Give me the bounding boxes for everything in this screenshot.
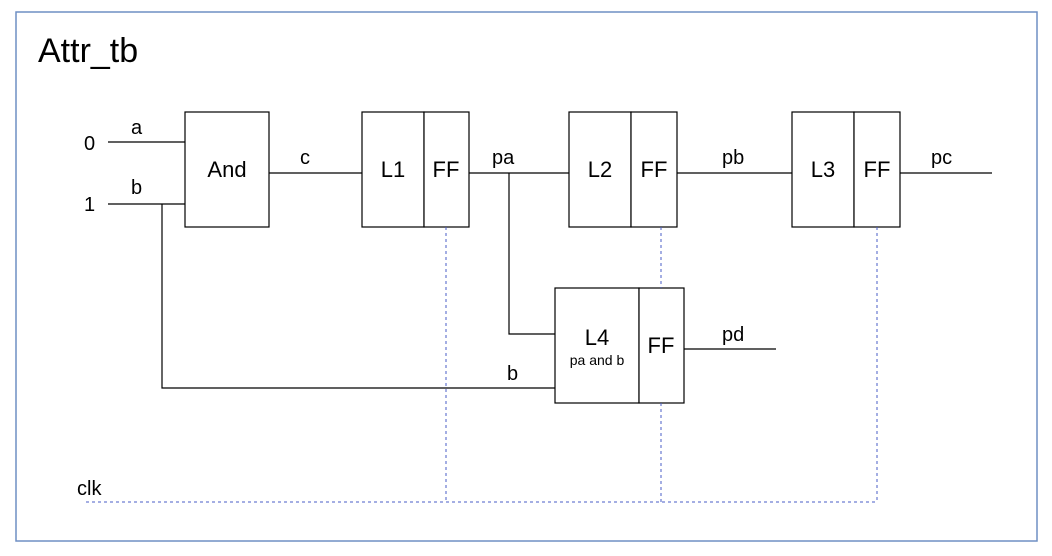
and-block-label: And (207, 157, 246, 182)
l1-ff-label: FF (433, 157, 460, 182)
l1-label: L1 (381, 157, 405, 182)
signal-clk-label: clk (77, 478, 102, 500)
l1-ff-block (423, 111, 470, 228)
signal-pb-label: pb (722, 147, 744, 169)
l2-ff-label: FF (641, 157, 668, 182)
input-b-value: 1 (84, 194, 95, 216)
l3-label: L3 (811, 157, 835, 182)
input-a-value: 0 (84, 133, 95, 155)
diagram-frame (15, 11, 1038, 542)
l3-block (791, 111, 855, 228)
input-b-name: b (131, 177, 142, 199)
l1-block (361, 111, 425, 228)
signal-b-label: b (507, 363, 518, 385)
l2-block (568, 111, 632, 228)
wire-pa-to-l4 (508, 173, 555, 335)
input-a-name: a (131, 117, 143, 139)
l3-ff-block (853, 111, 901, 228)
l4-label: L4 (585, 325, 609, 350)
l2-ff-block (630, 111, 678, 228)
clock-network (86, 227, 878, 503)
signal-c-label: c (300, 147, 310, 169)
wire-b-to-l4 (161, 204, 555, 389)
l4-sublabel: pa and b (570, 352, 625, 368)
signal-pd-label: pd (722, 324, 744, 346)
l4-ff-label: FF (648, 333, 675, 358)
and-block (184, 111, 270, 228)
signal-pc-label: pc (931, 147, 952, 169)
diagram-title: Attr_tb (38, 32, 138, 70)
l4-block (554, 287, 640, 404)
signal-pa-label: pa (492, 147, 515, 169)
l2-label: L2 (588, 157, 612, 182)
l3-ff-label: FF (864, 157, 891, 182)
